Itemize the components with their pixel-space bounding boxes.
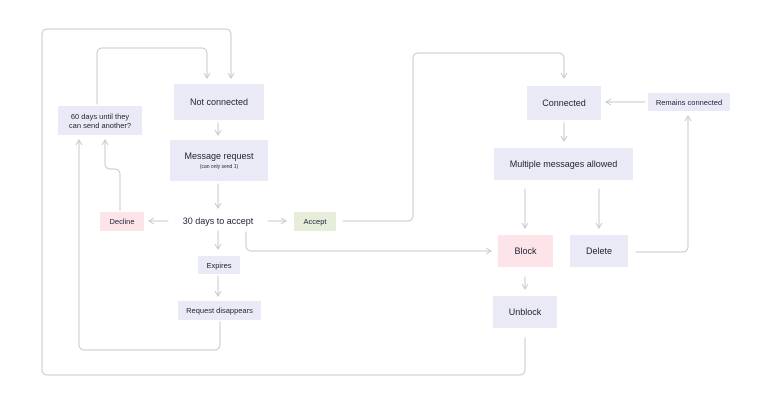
node-message-request: Message request (can only send 1) xyxy=(170,140,268,181)
edge-accept-to-connected xyxy=(342,52,568,222)
node-block-label: Block xyxy=(514,245,537,256)
edge-thirty-days-to-block xyxy=(245,231,492,255)
node-delete: Delete xyxy=(570,235,628,267)
node-connected: Connected xyxy=(527,86,601,120)
node-thirty-days-label: 30 days to accept xyxy=(182,216,254,227)
node-delete-label: Delete xyxy=(585,245,612,256)
edge-decline-to-sixty-days xyxy=(101,139,121,211)
node-multiple-messages-label: Multiple messages allowed xyxy=(509,158,618,169)
node-remains-connected: Remains connected xyxy=(648,93,730,111)
edge-delete-to-remains-connected xyxy=(635,115,692,253)
node-expires-label: Expires xyxy=(206,260,232,270)
node-thirty-days: 30 days to accept xyxy=(172,212,264,231)
node-accept-label: Accept xyxy=(303,217,327,226)
edge-request-disappears-to-sixty-days xyxy=(75,139,221,351)
node-not-connected-label: Not connected xyxy=(189,96,249,107)
node-multiple-messages: Multiple messages allowed xyxy=(494,148,633,180)
node-connected-label: Connected xyxy=(542,97,586,108)
node-expires: Expires xyxy=(198,256,240,274)
edge-sixty-days-to-not-connected xyxy=(96,47,211,105)
node-sixty-days: 60 days until they can send another? xyxy=(58,106,142,135)
node-sixty-days-label: 60 days until they can send another? xyxy=(68,111,132,130)
node-block: Block xyxy=(498,235,553,267)
node-decline-label: Decline xyxy=(109,217,135,226)
node-decline: Decline xyxy=(100,212,144,231)
node-message-request-label: Message request xyxy=(184,150,254,161)
node-message-request-note: (can only send 1) xyxy=(199,164,239,171)
node-unblock: Unblock xyxy=(493,296,557,328)
edge-unblock-to-not-connected xyxy=(41,28,526,376)
node-accept: Accept xyxy=(294,212,336,231)
node-request-disappears: Request disappears xyxy=(178,301,261,320)
node-request-disappears-label: Request disappears xyxy=(186,306,253,315)
node-not-connected: Not connected xyxy=(174,84,264,120)
node-remains-connected-label: Remains connected xyxy=(655,97,723,107)
node-unblock-label: Unblock xyxy=(508,306,542,317)
